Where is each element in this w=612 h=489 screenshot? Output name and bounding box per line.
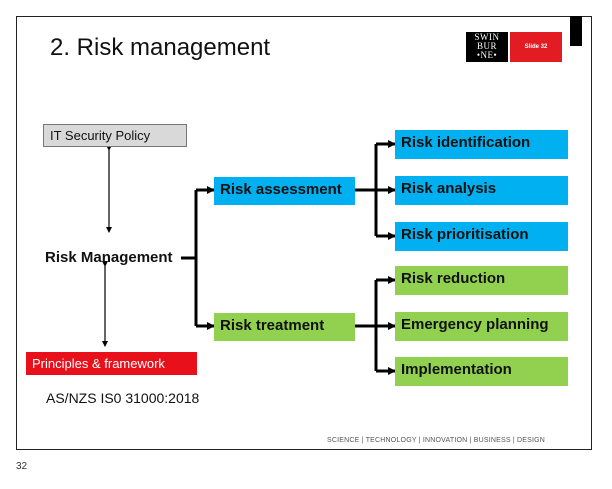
implementation-box: Implementation	[395, 357, 568, 386]
emergency-planning-box: Emergency planning	[395, 312, 568, 341]
it-security-policy-box: IT Security Policy	[43, 124, 187, 147]
logo-line: SWIN	[474, 32, 500, 42]
corner-marker	[570, 16, 582, 46]
principles-framework-box: Principles & framework	[26, 352, 197, 375]
risk-assessment-box: Risk assessment	[214, 177, 355, 205]
slide-title: 2. Risk management	[50, 34, 271, 61]
slide-number-badge: Slide 32	[510, 32, 562, 62]
slide-footer: SCIENCE | TECHNOLOGY | INNOVATION | BUSI…	[327, 437, 546, 444]
logo-line: BUR	[476, 41, 497, 51]
risk-analysis-box: Risk analysis	[395, 176, 568, 205]
risk-prioritisation-box: Risk prioritisation	[395, 222, 568, 251]
risk-management-label: Risk Management	[45, 249, 173, 266]
page-number: 32	[16, 461, 28, 472]
standard-label: AS/NZS IS0 31000:2018	[46, 390, 200, 406]
risk-reduction-box: Risk reduction	[395, 266, 568, 295]
risk-identification-box: Risk identification	[395, 130, 568, 159]
risk-treatment-box: Risk treatment	[214, 313, 355, 341]
logo-line: •NE•	[476, 50, 498, 60]
swinburne-logo: SWIN BUR •NE•	[466, 32, 508, 62]
